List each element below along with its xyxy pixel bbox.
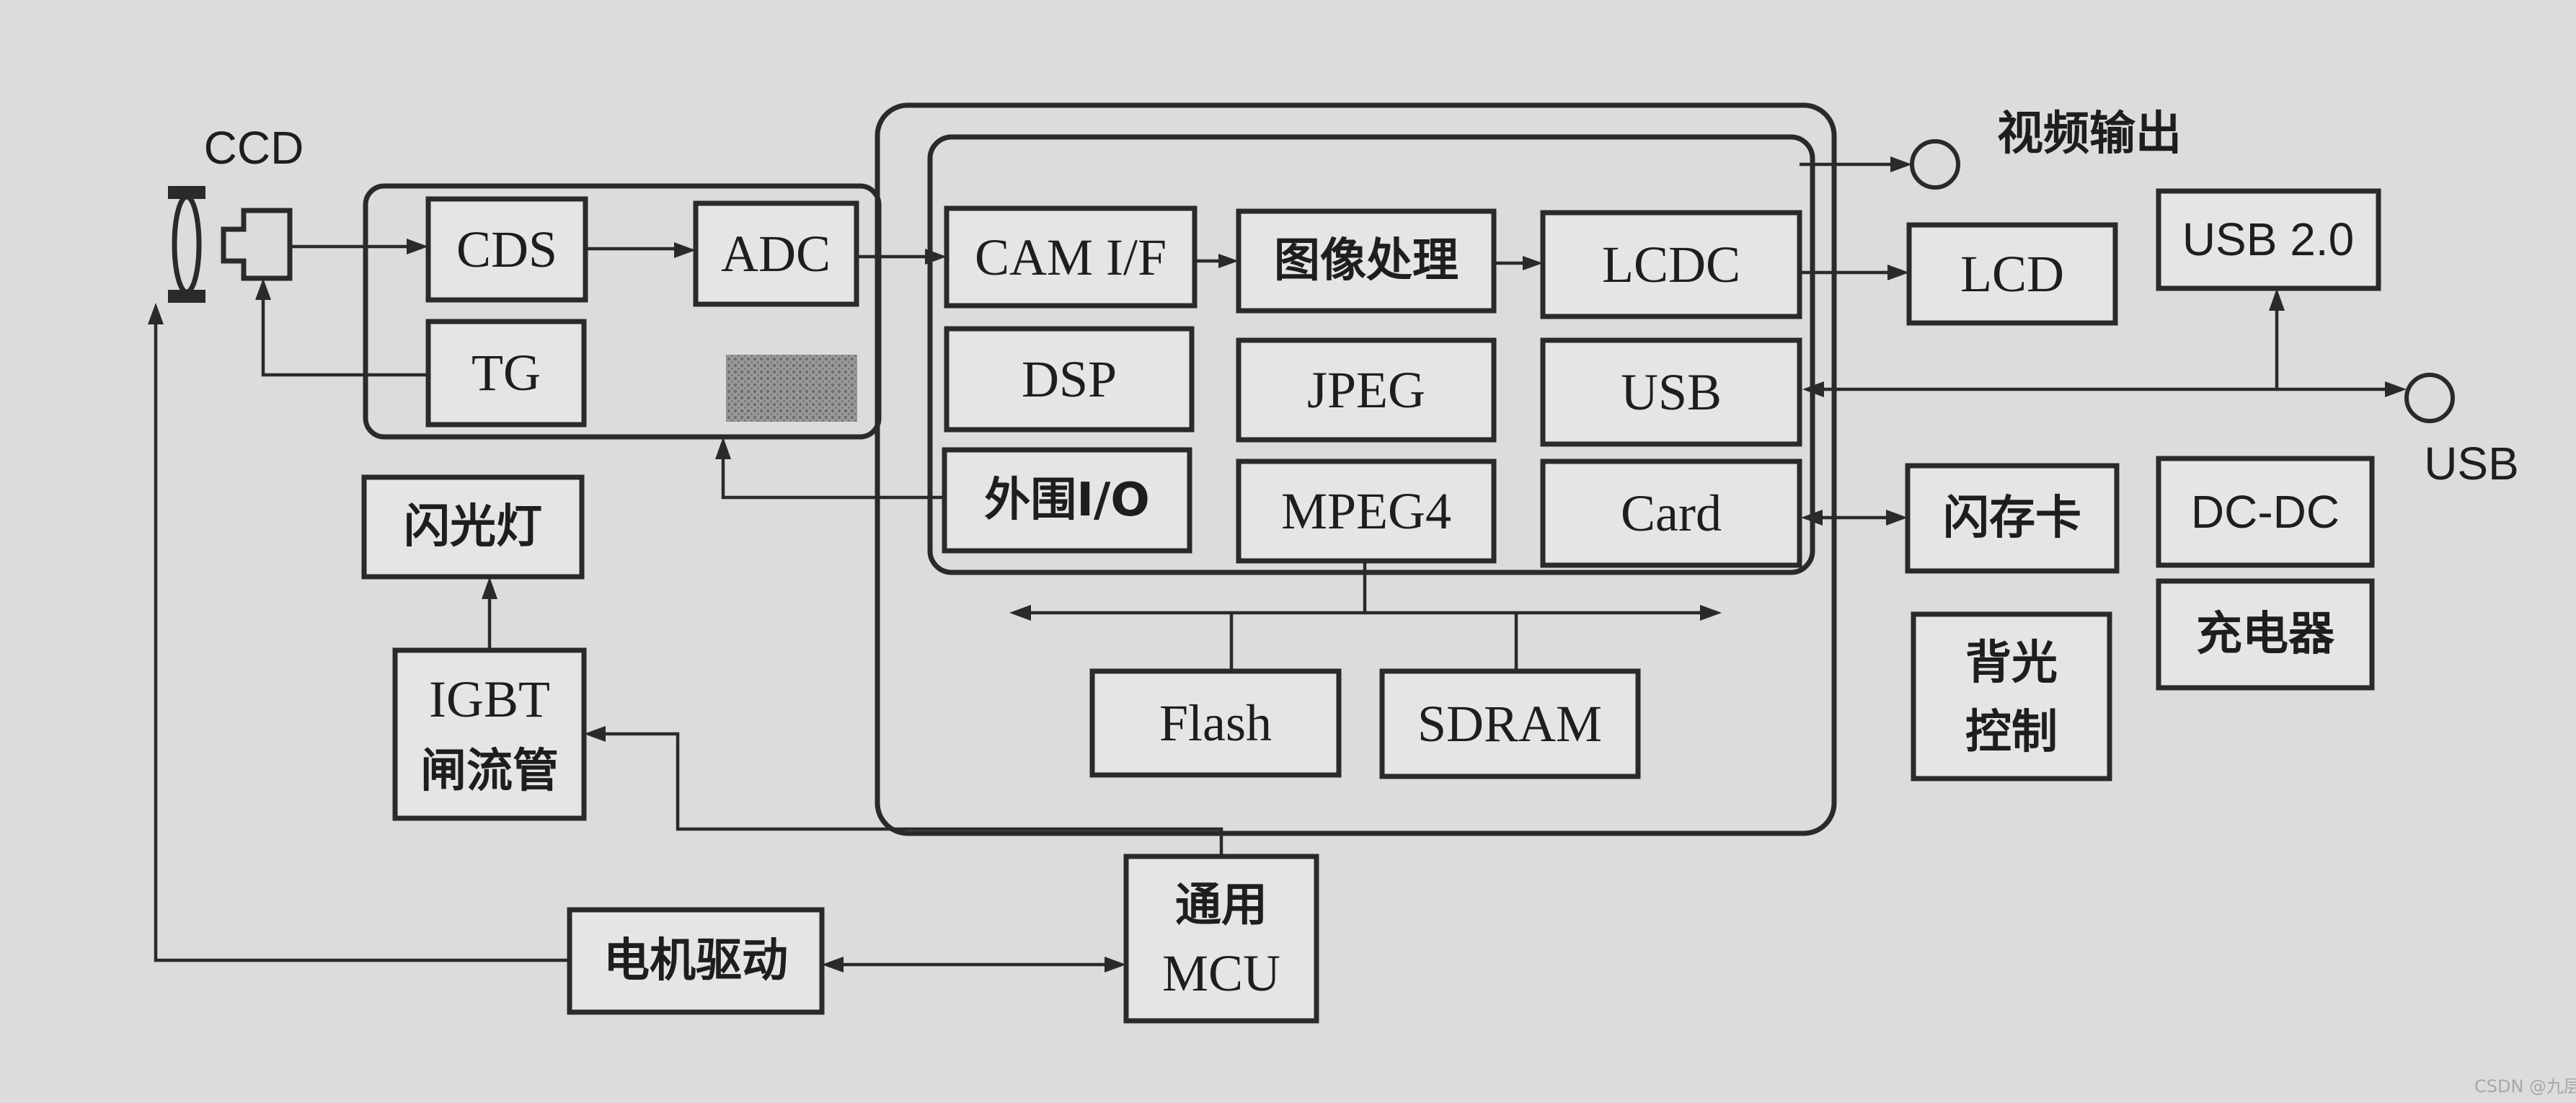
lcdc-block (1540, 210, 1802, 319)
motor-driver-block (567, 907, 825, 1015)
dsp-block (944, 326, 1195, 433)
tg-block (425, 319, 587, 428)
cam-if-block (944, 205, 1198, 309)
video-out-port-icon (1910, 139, 1960, 190)
mcu-label-2: MCU (1162, 944, 1280, 1002)
igbt-label-2: 闸流管 (420, 745, 559, 798)
ccd-sensor-icon (221, 208, 293, 281)
backlight-label-2: 控制 (1965, 706, 2058, 759)
lcd-block (1906, 222, 2118, 326)
mpeg4-block (1236, 459, 1497, 564)
cds-block (425, 196, 588, 303)
soc-outer-frame (875, 102, 1837, 836)
flash-memory-label: Flash (1159, 694, 1272, 752)
adc-block (693, 200, 859, 307)
flash-lamp-block (361, 474, 585, 580)
igbt-label-1: IGBT (429, 670, 550, 728)
mcu-block (1123, 854, 1319, 1024)
watermark: CSDN @九层妖塔 (2474, 1076, 2576, 1097)
sdram-label: SDRAM (1417, 695, 1602, 753)
usb-port-label: USB (2424, 438, 2519, 490)
flash-card-block (1905, 463, 2120, 574)
flash-card-label: 闪存卡 (1943, 492, 2081, 545)
adc-label: ADC (721, 225, 831, 283)
mcu-label-1: 通用 (1175, 879, 1267, 932)
peripheral-io-block (942, 447, 1192, 554)
ccd-label: CCD (204, 122, 304, 174)
lcdc-label: LCDC (1602, 236, 1740, 293)
connections (148, 156, 2407, 973)
flash-memory-block (1089, 668, 1342, 778)
charger-block (2156, 578, 2375, 691)
dcdc-label: DC-DC (2191, 486, 2340, 538)
cam-if-label: CAM I/F (975, 229, 1167, 286)
card-block (1540, 459, 1802, 568)
dcdc-block (2156, 456, 2375, 568)
jpeg-block (1236, 337, 1497, 443)
card-label: Card (1621, 484, 1722, 542)
video-out-label: 视频输出 (1997, 107, 2182, 161)
peripheral-io-label: 外围I/O (984, 474, 1150, 527)
usb-ctrl-block (1540, 337, 1802, 447)
image-proc-label: 图像处理 (1274, 234, 1459, 288)
usb-port-icon (2404, 373, 2455, 423)
charger-label: 充电器 (2196, 608, 2335, 661)
usb20-label: USB 2.0 (2182, 213, 2354, 265)
motor-driver-label: 电机驱动 (603, 934, 788, 988)
backlight-label-1: 背光 (1965, 637, 2058, 690)
tg-label: TG (472, 344, 541, 402)
jpeg-label: JPEG (1307, 361, 1425, 419)
sdram-block (1379, 668, 1641, 779)
mpeg4-label: MPEG4 (1281, 482, 1451, 540)
igbt-block (392, 647, 587, 821)
backlight-block (1911, 611, 2112, 781)
soc-inner-frame (927, 134, 1815, 575)
lcd-label: LCD (1960, 245, 2064, 303)
shaded-block (726, 355, 857, 422)
cds-label: CDS (456, 221, 557, 278)
flash-lamp-label: 闪光灯 (404, 500, 542, 554)
ccd-lens-icon (168, 186, 205, 303)
dsp-label: DSP (1022, 350, 1117, 408)
usb20-block (2156, 188, 2381, 291)
usb-ctrl-label: USB (1621, 363, 1722, 421)
